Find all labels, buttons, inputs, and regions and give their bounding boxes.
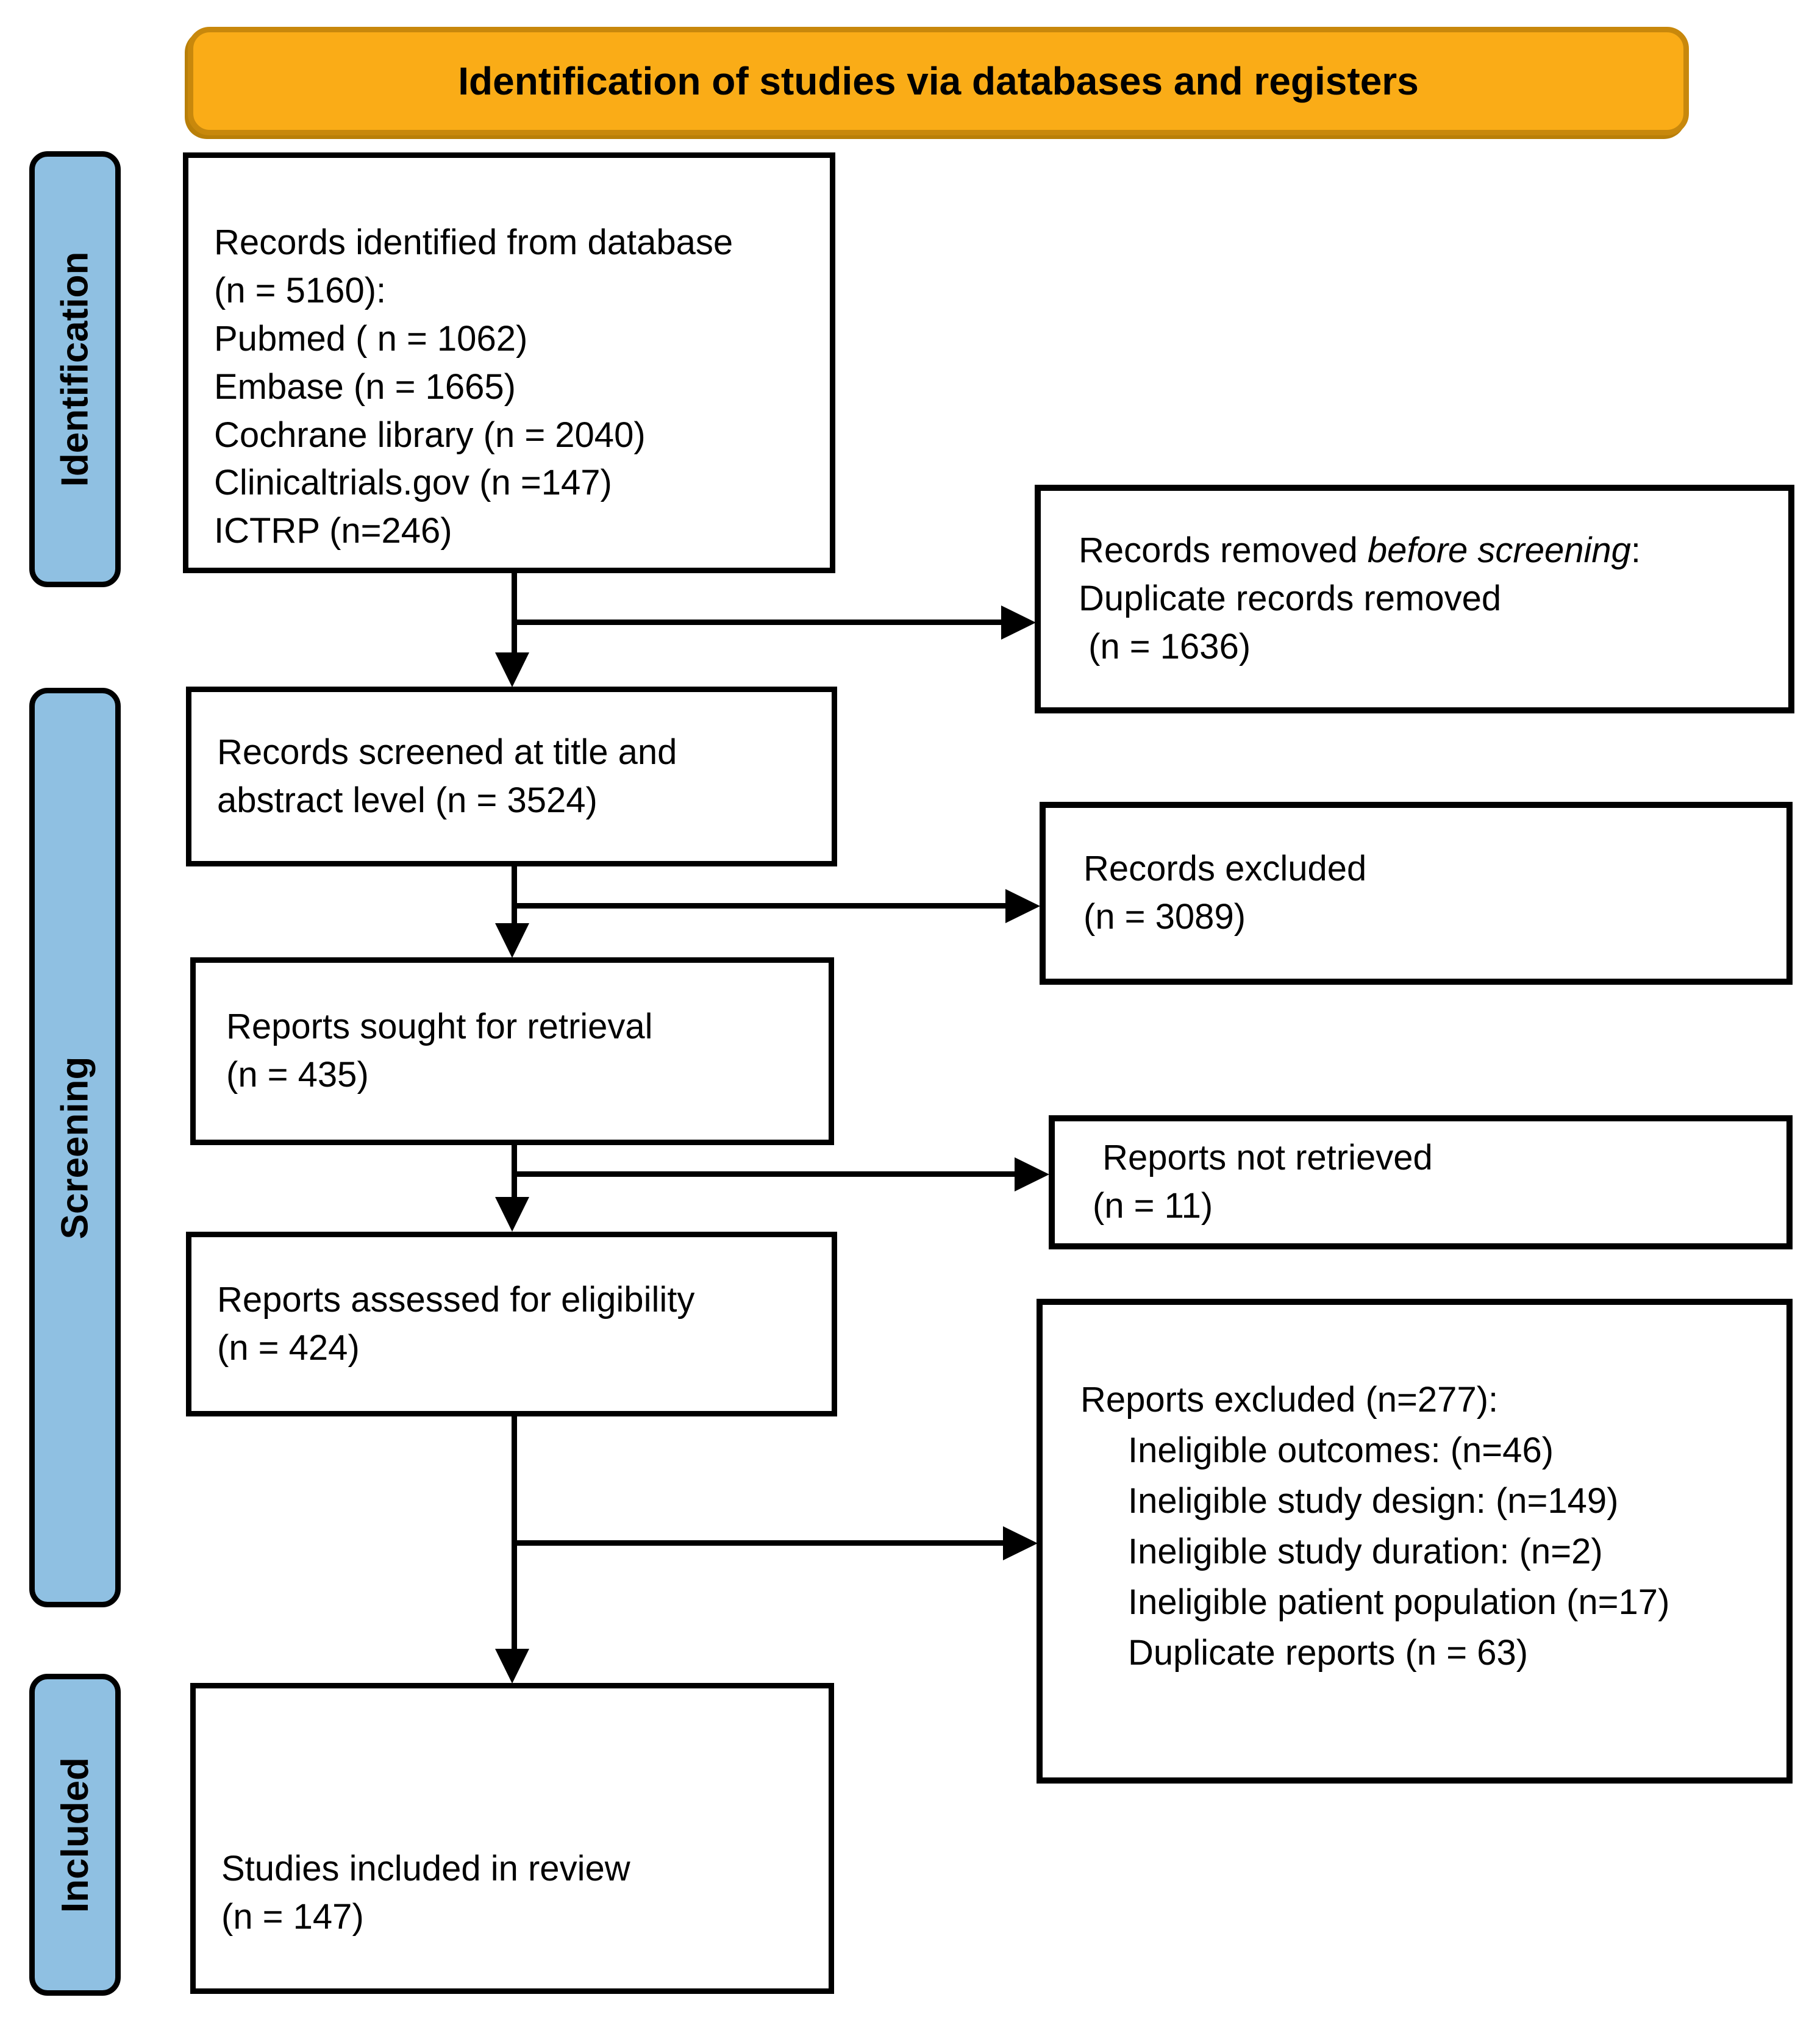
exclusion-reason: Ineligible study duration: (n=2)	[1128, 1531, 1603, 1571]
arrow-down-head	[495, 1197, 529, 1232]
box-text-line: Reports assessed for eligibility	[217, 1279, 695, 1320]
box-text-line: Records identified from database	[214, 223, 733, 262]
records-excluded-box: Records excluded (n = 3089)	[1040, 802, 1793, 985]
records-screened-box: Records screened at title and abstract l…	[186, 687, 837, 866]
stage-included: Included	[29, 1674, 121, 1996]
arrow-branch-to-removed-stem	[512, 620, 1002, 625]
box-text-line: (n = 3089)	[1083, 897, 1246, 937]
stage-identification-label: Identification	[54, 251, 96, 487]
arrow-right-head	[1003, 1526, 1038, 1560]
arrow-down-head	[495, 1649, 529, 1684]
arrow-screened-to-sought-stem	[512, 866, 517, 925]
arrow-right-head	[1015, 1157, 1049, 1191]
box-text-line: ICTRP (n=246)	[214, 511, 452, 551]
records-identified-box: Records identified from database (n = 51…	[183, 152, 835, 573]
box-text-line: Cochrane library (n = 2040)	[214, 415, 646, 455]
box-text-line: (n = 147)	[221, 1897, 364, 1937]
box-text-line: Reports not retrieved	[1093, 1138, 1433, 1178]
reports-assessed-box: Reports assessed for eligibility (n = 42…	[186, 1232, 837, 1416]
stage-screening-label: Screening	[54, 1056, 96, 1239]
box-text-line: (n = 435)	[226, 1055, 369, 1095]
box-text-line: Reports sought for retrieval	[226, 1007, 653, 1047]
box-text-line: Embase (n = 1665)	[214, 366, 516, 407]
arrow-branch-to-excluded-stem	[512, 903, 1005, 909]
records-removed-before-screening-box: Records removed before screening: Duplic…	[1035, 485, 1794, 713]
box-text-line: (n = 5160):	[214, 270, 387, 310]
studies-included-box: Studies included in review (n = 147)	[190, 1683, 834, 1994]
box-text-line: Reports excluded (n=277):	[1080, 1380, 1499, 1420]
exclusion-reason: Ineligible patient population (n=17)	[1128, 1582, 1670, 1622]
arrow-branch-to-not-retrieved-stem	[512, 1171, 1015, 1177]
stage-identification: Identification	[29, 151, 121, 587]
text-segment-italic: before screening	[1367, 530, 1631, 571]
arrow-assessed-to-included-stem	[512, 1416, 517, 1649]
box-text-line: (n = 424)	[217, 1327, 360, 1368]
text-segment: :	[1630, 530, 1641, 571]
exclusion-reason: Ineligible study design: (n=149)	[1128, 1480, 1619, 1521]
stage-screening: Screening	[29, 688, 121, 1607]
arrow-right-head	[1001, 605, 1036, 640]
reports-sought-box: Reports sought for retrieval (n = 435)	[190, 957, 834, 1145]
reports-not-retrieved-box: Reports not retrieved (n = 11)	[1049, 1115, 1793, 1249]
box-text-line: Records removed before screening:	[1079, 527, 1788, 575]
box-text-line: Duplicate records removed	[1079, 579, 1502, 619]
box-text-line: Clinicaltrials.gov (n =147)	[214, 463, 612, 503]
exclusion-reason: Ineligible outcomes: (n=46)	[1128, 1430, 1554, 1470]
box-text-line: Records screened at title and	[217, 732, 677, 772]
arrow-down-head	[495, 923, 529, 958]
reports-excluded-box: Reports excluded (n=277): Ineligible out…	[1037, 1299, 1793, 1784]
arrow-identified-to-screened-stem	[512, 573, 517, 654]
banner-title-label: Identification of studies via databases …	[458, 59, 1419, 103]
banner-title: Identification of studies via databases …	[188, 27, 1689, 135]
arrow-branch-to-reports-excluded-stem	[512, 1540, 1004, 1546]
box-text-line: abstract level (n = 3524)	[217, 780, 598, 820]
box-text-line: Records excluded	[1083, 849, 1367, 889]
exclusion-reason: Duplicate reports (n = 63)	[1128, 1632, 1529, 1673]
box-text-line: Pubmed ( n = 1062)	[214, 318, 528, 359]
box-text-line: (n = 1636)	[1079, 626, 1251, 666]
arrow-right-head	[1005, 889, 1040, 923]
box-text-line: (n = 11)	[1093, 1186, 1213, 1226]
box-text-line: Studies included in review	[221, 1849, 630, 1889]
arrow-down-head	[495, 652, 529, 687]
text-segment: Records removed	[1079, 530, 1368, 571]
stage-included-label: Included	[54, 1757, 96, 1913]
